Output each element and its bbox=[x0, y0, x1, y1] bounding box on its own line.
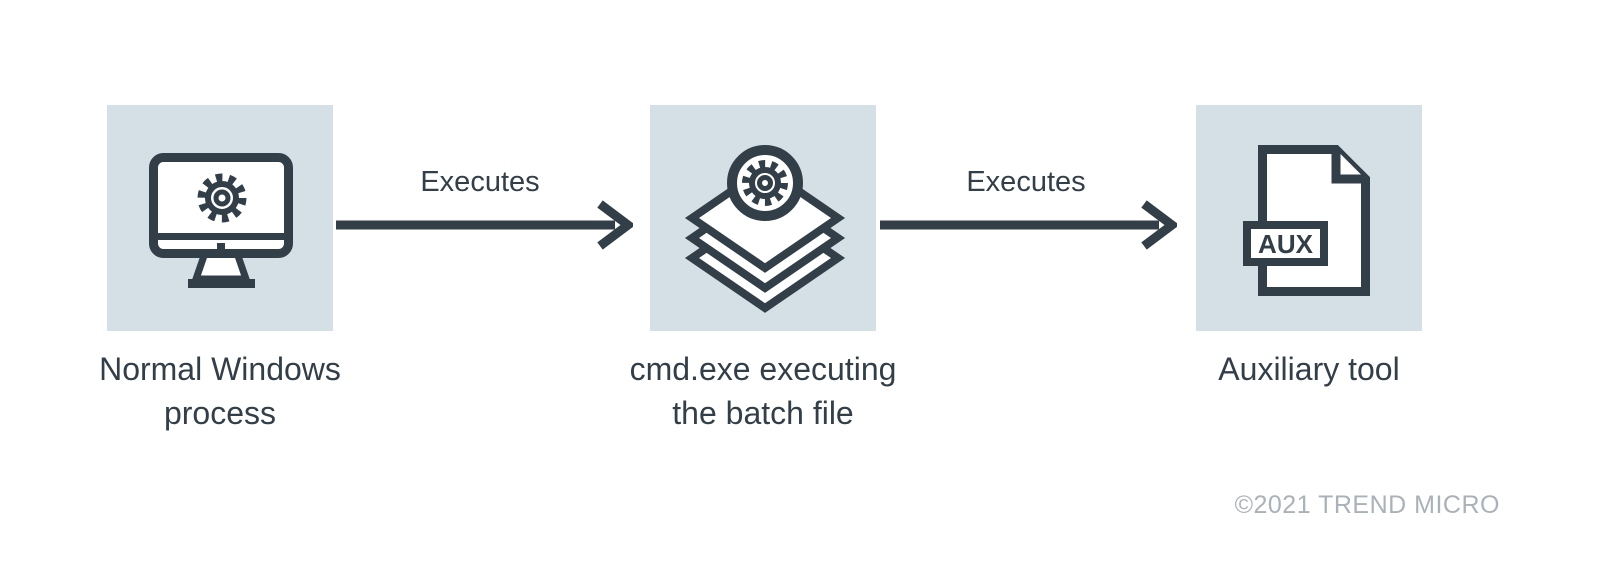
node-normal-windows-process bbox=[107, 105, 333, 331]
node-auxiliary-tool: AUX bbox=[1196, 105, 1422, 331]
copyright-text: ©2021 TREND MICRO bbox=[1234, 491, 1500, 519]
label-auxiliary-tool: Auxiliary tool bbox=[1099, 347, 1519, 391]
label-line: the batch file bbox=[672, 395, 854, 431]
arrow-executes-1 bbox=[336, 200, 633, 250]
document-aux-icon: AUX bbox=[1243, 145, 1370, 296]
layers-gear-icon bbox=[684, 145, 846, 313]
label-line: Auxiliary tool bbox=[1218, 351, 1400, 387]
label-cmd-exe-batch: cmd.exe executing the batch file bbox=[553, 347, 973, 435]
node-cmd-exe-batch bbox=[650, 105, 876, 331]
aux-file-label: AUX bbox=[1258, 229, 1314, 259]
arrow-label-executes-1: Executes bbox=[420, 166, 540, 198]
monitor-gear-icon bbox=[149, 153, 293, 288]
label-line: Normal Windows bbox=[99, 351, 341, 387]
label-normal-windows-process: Normal Windows process bbox=[10, 347, 430, 435]
label-line: cmd.exe executing bbox=[629, 351, 897, 387]
label-line: process bbox=[163, 395, 277, 431]
arrow-label-executes-2: Executes bbox=[966, 166, 1086, 198]
arrow-executes-2 bbox=[880, 200, 1177, 250]
